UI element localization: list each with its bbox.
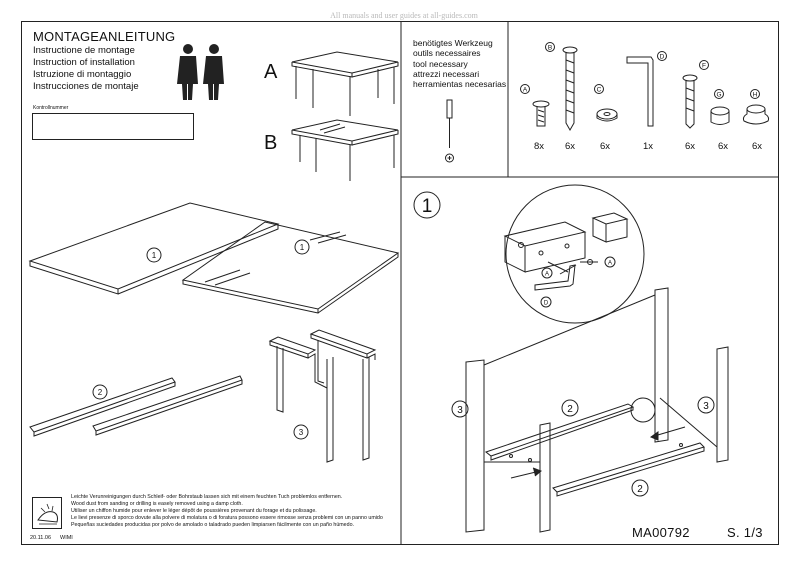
wood-top-panel [28,202,280,295]
title-line: Instrucciones de montaje [33,81,139,92]
page-number: S. 1/3 [727,525,763,540]
cleaning-icon [32,497,62,529]
tools-line: benötigtes Werkzeug [413,38,493,48]
callout-3: 3 [299,428,304,437]
qty-c: 6x [600,141,611,152]
callout-a: A [608,261,612,267]
document-code: MA00792 [632,525,690,540]
screwdriver-icon [445,99,454,163]
part-letter-a: A [523,87,528,94]
part-letter-d: D [660,54,665,61]
callout-3: 3 [703,401,709,412]
table-b-drawing [291,119,399,181]
part-letter-f: F [702,63,706,70]
qty-h: 6x [752,141,763,152]
control-number-field [32,113,194,140]
title-line: Instructione de montage [33,45,135,56]
callout-circles [92,239,715,497]
note-line: Pequeñas suciedades producidas por polvo… [71,522,354,528]
variant-a-label: A [264,61,278,83]
qty-f: 6x [685,141,696,152]
part-letter-h: H [753,92,758,99]
screw-f-icon [682,60,709,129]
qty-b: 6x [565,141,576,152]
callout-1: 1 [152,251,157,260]
part-letter-g: G [716,92,721,99]
callout-d: D [544,301,549,307]
screw-b-icon [545,42,578,132]
tools-line: attrezzi necessari [413,68,480,79]
assembly-main [465,287,729,533]
tools-line: herramientas necesarias [413,79,507,90]
table-a-drawing [291,51,399,116]
two-person-icon [177,44,224,100]
note-line: Utiliser un chiffon humide pour enlever … [71,508,317,514]
control-number-label: Kontrollnummer [33,105,69,111]
note-line: Leichte Verunreinigungen durch Schleif- … [71,494,343,500]
note-line: Wood dust from sanding or drilling is ea… [71,501,243,507]
watermark: All manuals and user guides at all-guide… [330,11,478,20]
author: WIMI [60,535,73,541]
callout-2: 2 [567,404,573,415]
page-frame [21,21,779,545]
part-letter-b: B [548,45,552,52]
title-line: Instruction of installation [33,57,135,68]
qty-g: 6x [718,141,729,152]
qty-a: 8x [534,141,545,152]
bolt-a-icon [520,84,550,127]
callout-a: A [545,272,549,278]
callout-1: 1 [300,243,305,252]
tools-line: tool necessary [413,58,468,69]
washer-c-icon [594,84,618,122]
step-number: 1 [422,196,433,217]
callout-2: 2 [637,484,643,495]
detail-zoom-circle [505,184,645,324]
note-line: Le lievi presenze di sporco dovute alla … [71,515,383,521]
detail-drawing [503,212,629,291]
cleaning-note: Leichte Verunreinigungen durch Schleif- … [71,494,383,529]
part-letter-c: C [597,87,602,94]
tools-line: outils necessaires [413,48,481,59]
qty-d: 1x [643,141,654,152]
leg-frames [268,329,377,463]
title-line: Istruzione di montaggio [33,69,132,80]
spacer-g-icon [710,89,730,125]
glider-h-icon [742,89,770,125]
step-number-circle [413,191,441,219]
glass-top-panel [181,221,400,314]
variant-b-label: B [264,132,278,154]
tools-header: benötigtes Werkzeug outils necessaires t… [413,38,506,89]
side-rails [29,375,243,437]
date: 20.11.06 [30,535,52,541]
page-title: MONTAGEANLEITUNG [33,29,176,44]
title-translations: Instructione de montage Instruction of i… [33,45,139,93]
callout-2: 2 [98,388,103,397]
allen-key-d-icon [626,51,667,127]
callout-3: 3 [457,405,463,416]
